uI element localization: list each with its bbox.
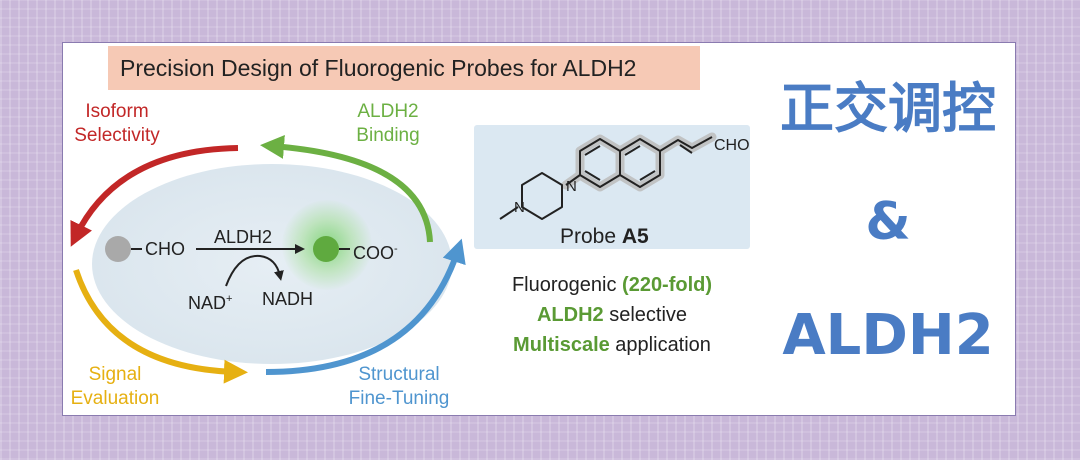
label-signal-evaluation: Signal Evaluation: [62, 363, 168, 411]
side-ampersand: &: [865, 192, 911, 252]
cofactor-in-label: NAD+: [188, 288, 232, 314]
substrate-label: CHO: [145, 239, 185, 259]
label-aldh2-binding: ALDH2 Binding: [338, 100, 438, 148]
probe-name-bold: A5: [621, 225, 649, 248]
arrow-green: [260, 134, 433, 243]
reaction-ellipse: [92, 164, 452, 364]
substrate-node: [105, 236, 131, 262]
probe-name-prefix: Probe: [560, 225, 622, 248]
side-target-aldh2: ALDH2: [782, 303, 994, 368]
label-binding-line2: Binding: [356, 125, 420, 146]
probe-name: Probe A5: [560, 225, 649, 249]
cofactor-arrow: [225, 254, 284, 287]
feature-2-suffix: selective: [603, 304, 688, 326]
cofactor-in-formula: NAD: [188, 293, 227, 313]
product-label: COO-: [353, 238, 398, 264]
label-isoform-selectivity: Isoform Selectivity: [62, 100, 172, 148]
label-isoform-line1: Isoform: [85, 101, 149, 122]
cofactor-out-label: NADH: [262, 289, 314, 309]
probe-aldehyde-label: CHO: [714, 137, 750, 154]
label-structural-fine-tuning: Structural Fine-Tuning: [342, 363, 456, 411]
label-binding-line1: ALDH2: [357, 101, 419, 122]
feature-1-prefix: Fluorogenic: [511, 274, 623, 296]
feature-line-1: Fluorogenic (220-fold): [474, 274, 750, 297]
arrow-blue: [265, 238, 466, 375]
product-formula: COO: [353, 243, 395, 263]
feature-2-highlight: ALDH2: [536, 304, 604, 326]
cofactor-in-charge: +: [226, 293, 233, 305]
svg-text:N: N: [514, 199, 525, 216]
label-tuning-line1: Structural: [358, 364, 440, 385]
enzyme-label: ALDH2: [214, 227, 273, 247]
label-signal-line2: Evaluation: [70, 388, 160, 409]
arrow-red: [70, 145, 239, 247]
side-title-chinese: 正交调控: [780, 77, 996, 140]
label-tuning-line2: Fine-Tuning: [348, 388, 450, 409]
label-isoform-line2: Selectivity: [74, 125, 160, 146]
figure-title: Precision Design of Fluorogenic Probes f…: [108, 46, 700, 90]
feature-3-highlight: Multiscale: [513, 334, 610, 356]
arrow-yellow: [73, 269, 248, 384]
feature-line-2: ALDH2 selective: [474, 304, 750, 327]
svg-text:N: N: [566, 178, 577, 195]
product-charge: -: [394, 243, 398, 255]
feature-1-highlight: (220-fold): [622, 274, 713, 296]
product-node: [313, 236, 339, 262]
feature-line-3: Multiscale application: [474, 334, 750, 357]
feature-3-suffix: application: [609, 334, 711, 356]
label-signal-line1: Signal: [88, 364, 142, 385]
